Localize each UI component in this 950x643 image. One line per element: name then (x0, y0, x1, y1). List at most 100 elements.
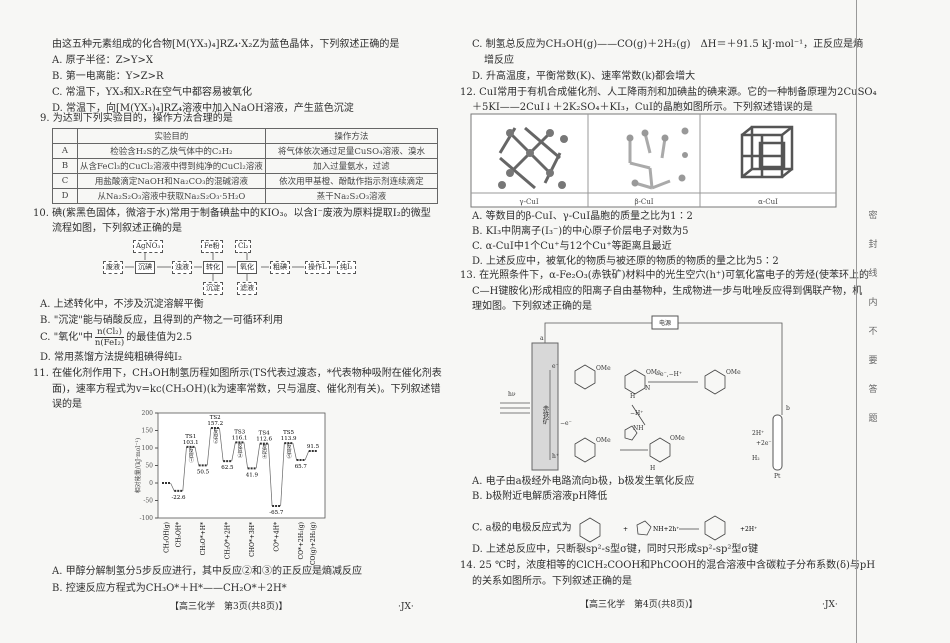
q10-option-a: A. 上述转化中，不涉及沉淀溶解平衡 (40, 299, 204, 310)
q12-option-c: C. α-CuI中1个Cu⁺与12个Cu⁺等距离且最近 (472, 241, 672, 252)
q13-option-a: A. 电子由a极经外电路流向b极，b极发生氧化反应 (472, 476, 695, 487)
q11-stem-line3: 误的是 (52, 399, 82, 410)
y-tick-label: 100 (142, 445, 154, 452)
x-category-label: CH₃OH(g) (163, 522, 170, 553)
q13-option-b: B. b极附近电解质溶液pH降低 (472, 491, 608, 502)
hydrogen-atom-label: H (630, 393, 635, 400)
alpha-cui-structure-icon (740, 125, 794, 179)
ts-label: TS3 (234, 429, 245, 435)
energy-value-label: 62.5 (221, 465, 234, 471)
q10-stem-line1: 10. 碘(紫黑色固体，微溶于水)常用于制备碘盐中的KIO₃。以含I⁻废液为原料… (33, 208, 431, 219)
energy-connector (243, 442, 248, 469)
q12-option-d: D. 上述反应中，被氧化的物质与被还原的物质的物质的量之比为5∶2 (472, 256, 779, 267)
q13-option-d: D. 上述总反应中，只断裂sp²-s型σ键，同时只形成sp²-sp²型σ键 (472, 544, 759, 555)
fraction: n(Cl₂)n(FeI₂) (94, 327, 125, 348)
y-tick-label: 50 (145, 463, 153, 470)
option-text: C. a极的电极反应式为 (472, 522, 572, 534)
q11-option-d: D. 升高温度，平衡常数(K)、速率常数(k)都会增大 (472, 71, 696, 82)
electrode-b-label: b (786, 405, 790, 412)
energy-value-label: -65.7 (269, 510, 284, 516)
svg-text:+: + (623, 526, 628, 533)
fraction-numerator: n(Cl₂) (94, 327, 125, 338)
electrode-a-material: 赤铁矿 (541, 405, 549, 426)
table-cell: 蒸干Na₂S₂O₃溶液 (264, 188, 439, 204)
energy-connector (170, 482, 175, 492)
energy-value-label: 65.7 (295, 464, 308, 470)
page-footer-right: 【高三化学 第4页(共8页)】 (580, 600, 698, 610)
energy-connector (231, 442, 236, 462)
reaction-label: 反应① (188, 447, 194, 464)
y-tick-label: -50 (143, 498, 153, 505)
q14-stem-line2: 的关系如图所示。下列叙述正确的是 (472, 576, 632, 587)
energy-value-label: 103.1 (183, 440, 199, 446)
energy-value-label: 41.9 (246, 472, 259, 478)
reaction-label: 反应③ (237, 442, 243, 459)
energy-connector (304, 450, 310, 461)
q11-option-c: C. 制氢总反应为CH₃OH(g)——CO(g)＋2H₂(g) ΔH＝＋91.5… (472, 39, 864, 50)
flow-reagent: Cl₂ (235, 240, 252, 253)
electrode-a-label: a (540, 335, 544, 342)
footer-mark-right: ·JX· (822, 600, 838, 610)
crystal-label: γ-CuI (519, 198, 538, 206)
q13-option-c: C. a极的电极反应式为 + NH+2h⁺ +2H⁺ (472, 513, 805, 543)
energy-profile-chart: 200150100500-50-100相对能量/(kJ·mol⁻¹)CH₃OH(… (134, 410, 326, 565)
option-text: C. "氧化"中 (40, 332, 93, 343)
x-category-label: CO*+2H₂(g) (298, 522, 305, 560)
reaction-label: 反应② (212, 428, 218, 445)
q11-option-c-cont: 增反应 (484, 55, 514, 66)
seal-char: 内 (868, 298, 878, 308)
mechanism-diagram: 电源 a b 赤铁矿 hν e⁻ h⁺ Pt 2H⁺ +2e⁻ H₂ OMe O… (500, 315, 790, 480)
step-label: −e⁻,−H⁺ (655, 371, 682, 378)
seal-char: 线 (868, 269, 878, 279)
seal-line-notice: 密封线内不要答题 (866, 208, 880, 440)
equation-right: +2H⁺ (740, 526, 757, 533)
ome-label: OMe (596, 437, 611, 444)
x-category-label: CO(g)+2H₂(g) (310, 522, 317, 565)
energy-value-label: 112.6 (256, 437, 272, 443)
q11-option-b: B. 控速反应方程式为CH₃O*＋H*——CH₂O*＋2H* (52, 583, 287, 594)
flow-step: 沉碘 (135, 261, 155, 274)
y-tick-label: 150 (142, 428, 154, 435)
product-structure-icon (704, 515, 726, 541)
q12-option-a: A. 等数目的β-CuI、γ-CuI晶胞的质量之比为1∶2 (472, 211, 693, 222)
energy-value-label: -22.6 (171, 495, 186, 501)
energy-value-label: 50.5 (197, 469, 210, 475)
seal-char: 密 (868, 211, 878, 221)
energy-value-label: 116.1 (232, 435, 248, 441)
step-label: −e⁻ (560, 420, 572, 427)
q8-option-b: B. 第一电离能：Y>Z>R (52, 71, 164, 82)
q8-option-d: D. 常温下，向[M(YX₃)₄]RZ₄溶液中加入NaOH溶液，产生蓝色沉淀 (52, 103, 354, 114)
binding-line (856, 0, 857, 643)
power-source (651, 315, 679, 330)
q12-stem-line2: ＋5KI——2CuI↓＋2K₂SO₄＋KI₃，CuI的晶胞如图所示。下列叙述错误… (472, 102, 813, 113)
y-tick-label: -100 (140, 515, 154, 522)
hematite-electrode (531, 342, 559, 471)
q11-option-a: A. 甲醇分解制氢分5步反应进行，其中反应②和③的正反应是熵减反应 (52, 566, 362, 577)
energy-connector (182, 446, 187, 491)
plot-area (157, 412, 326, 519)
ts-label: TS4 (259, 431, 270, 437)
flow-reagent: AgNO₃ (133, 240, 164, 253)
seal-char: 封 (868, 240, 878, 250)
seal-char: 答 (868, 385, 878, 395)
energy-connector (268, 443, 273, 507)
flow-product: 滤液 (237, 282, 257, 295)
q10-stem-line2: 流程如图，下列叙述正确的是 (52, 223, 182, 234)
q9-stem: 9. 为达到下列实验目的，操作方法合理的是 (40, 113, 233, 124)
q8-option-c: C. 常温下，YX₃和X₂R在空气中都容易被氧化 (52, 87, 253, 98)
pyrazole-structure-icon (636, 520, 652, 536)
ome-label: OMe (726, 369, 741, 376)
crystal-label: α-CuI (758, 198, 778, 206)
flow-step: 粗碘 (270, 261, 290, 274)
q12-option-b: B. KI₃中阴离子(I₃⁻)的中心原子价层电子对数为5 (472, 226, 689, 237)
flow-reagent: Fe粉 (201, 240, 223, 253)
crystal-label: β-CuI (634, 198, 653, 206)
q10-option-d: D. 常用蒸馏方法提纯粗碘得纯I₂ (40, 352, 182, 363)
table-cell: D (52, 188, 78, 204)
light-arrows (500, 402, 530, 414)
step-label: −H⁺ (630, 410, 643, 417)
